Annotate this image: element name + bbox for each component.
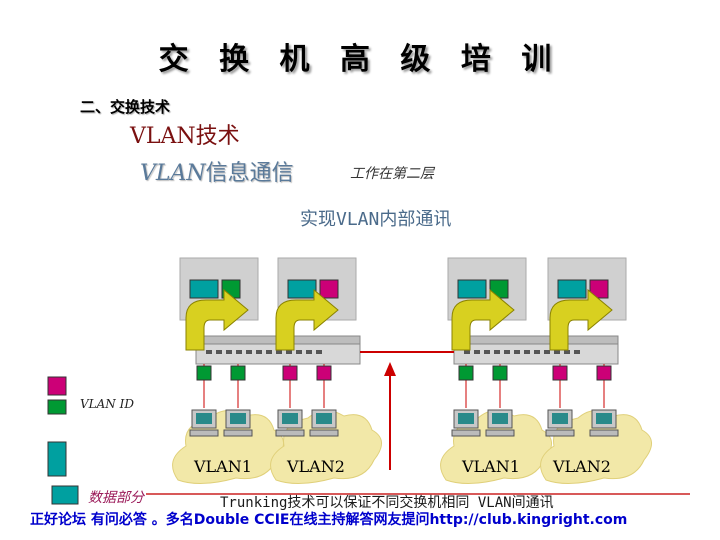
cloud-label-4: VLAN2 — [553, 457, 611, 476]
trunk-note: Trunking技术可以保证不同交换机相同 VLAN间通讯 — [220, 495, 554, 511]
section-heading: 二、交换技术 — [80, 98, 171, 116]
vlan-message-suffix: 信息通信 — [205, 161, 294, 186]
port-blocks — [196, 365, 612, 381]
port-links — [203, 364, 605, 408]
cloud-3 — [440, 410, 552, 484]
cloud-shapes — [172, 410, 652, 484]
vlan-tech-heading: VLAN技术 — [130, 124, 240, 149]
vlan-message-heading: VLAN信息通信 — [140, 155, 294, 187]
footer-note: 正好论坛 有问必答 。多名Double CCIE在线主持解答网友提问http:/… — [30, 512, 628, 528]
cloud-4 — [540, 410, 652, 484]
cloud-1 — [172, 410, 284, 484]
cloud-label-2: VLAN2 — [287, 457, 345, 476]
legend-blocks — [47, 376, 79, 505]
layer2-note: 工作在第二层 — [350, 166, 434, 182]
cloud-2 — [270, 410, 382, 484]
cloud-label-1: VLAN1 — [194, 457, 252, 476]
cloud-label-3: VLAN1 — [462, 457, 520, 476]
vlan-message-prefix: VLAN — [140, 161, 206, 186]
curved-arrows — [185, 288, 613, 351]
workstations — [189, 409, 619, 437]
legend-vlan-id: VLAN ID — [80, 397, 134, 411]
legend-data-part: 数据部分 — [88, 490, 144, 506]
slide-title: 交 换 机 高 级 培 训 — [158, 42, 562, 77]
trunk-arrow — [384, 362, 396, 470]
switch-right — [453, 335, 619, 365]
internal-comm-label: 实现VLAN内部通讯 — [300, 209, 452, 230]
